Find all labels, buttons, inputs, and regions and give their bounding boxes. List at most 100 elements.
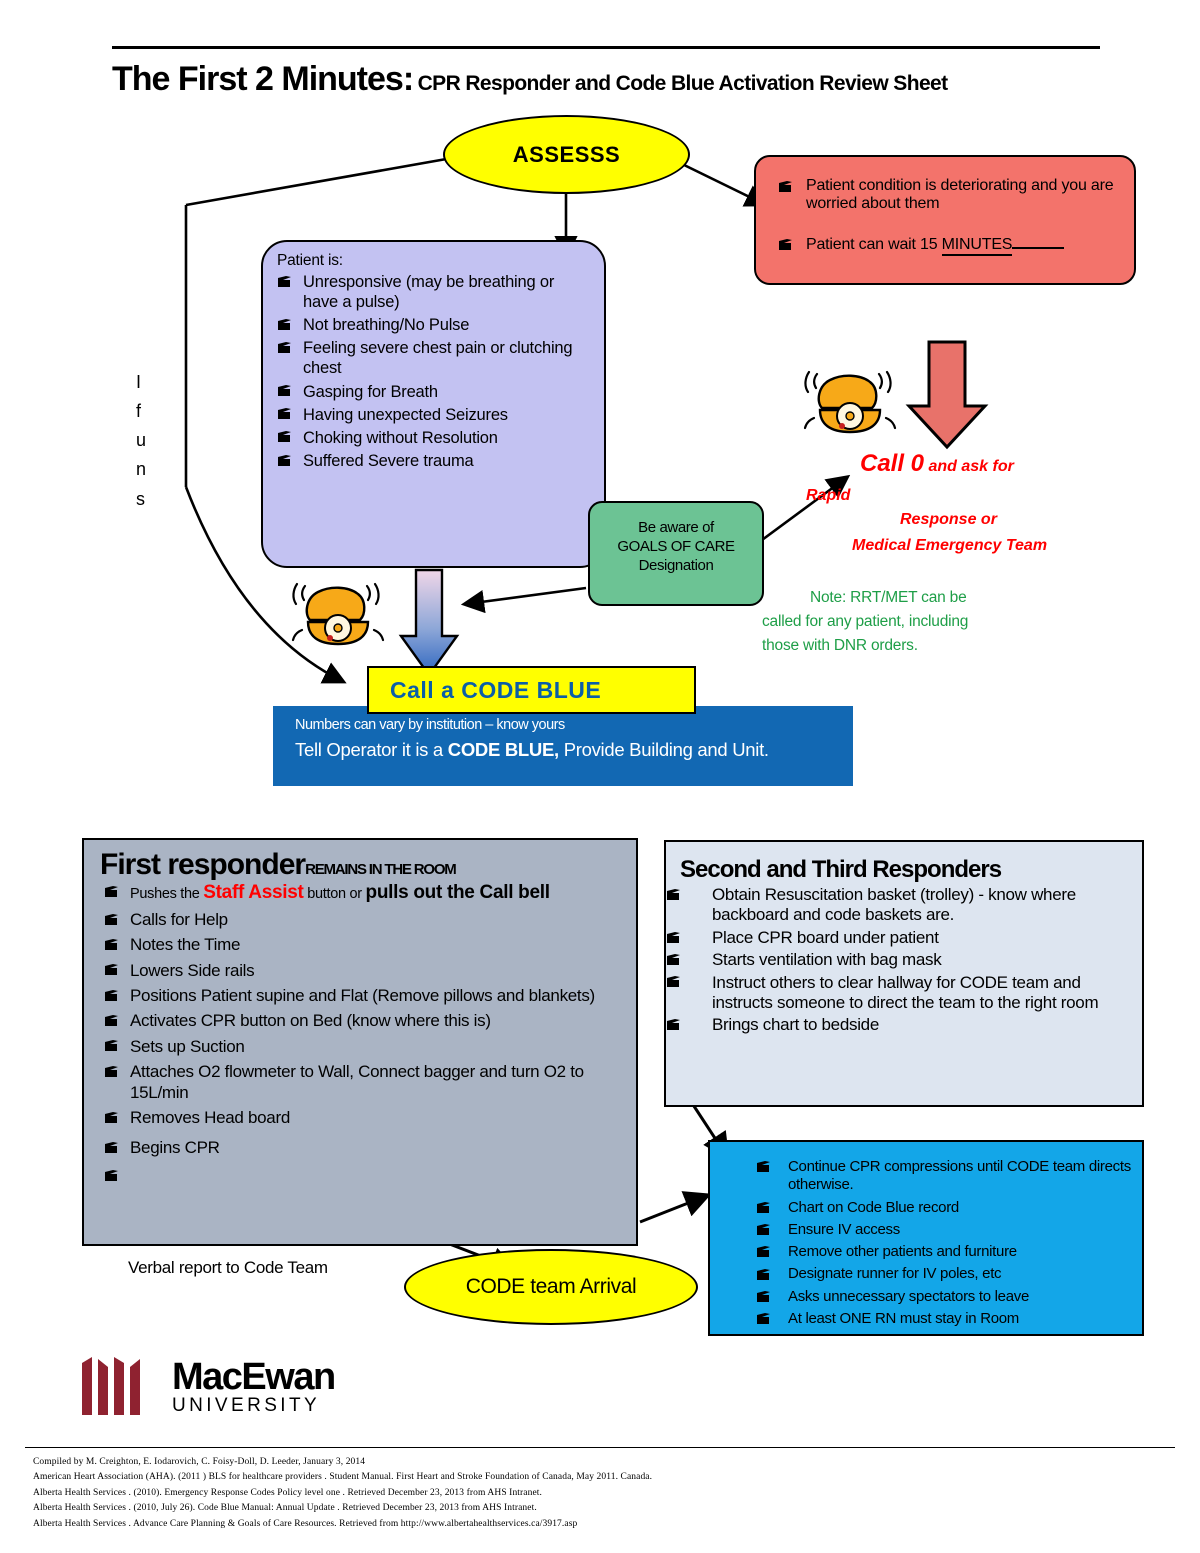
- footer-citations: Compiled by M. Creighton, E. Iodarovich,…: [33, 1455, 1173, 1532]
- list-item-text: At least ONE RN must stay in Room: [788, 1310, 1020, 1328]
- list-item: Pushes the Staff Assist button or pulls …: [100, 882, 624, 905]
- code-blue-info-line-1: Numbers can vary by institution – know y…: [295, 717, 565, 733]
- goals-line-2: GOALS OF CARE: [617, 537, 735, 555]
- flag-bullet-icon: [278, 385, 291, 397]
- flag-bullet-icon: [105, 938, 118, 950]
- citation-line: American Heart Association (AHA). (2011 …: [33, 1472, 653, 1483]
- list-item: Starts ventilation with bag mask: [667, 950, 1142, 970]
- second-third-list: Obtain Resuscitation basket (trolley) - …: [667, 885, 1142, 1036]
- footer-rule: [25, 1447, 1175, 1448]
- list-item: Begins CPR: [100, 1138, 624, 1158]
- list-item-text: Place CPR board under patient: [712, 927, 939, 947]
- list-item: Attaches O2 flowmeter to Wall, Connect b…: [100, 1062, 624, 1103]
- flag-bullet-icon: [105, 1111, 118, 1123]
- assess-node: ASSESSS: [443, 115, 690, 194]
- deterioration-box: Patient condition is deteriorating and y…: [754, 155, 1136, 285]
- page-title-sub: CPR Responder and Code Blue Activation R…: [417, 72, 949, 95]
- macewan-logo-icon: [82, 1357, 140, 1415]
- side-note-if-unsure: I f u n s: [136, 368, 146, 514]
- side-note-c2: u: [136, 430, 146, 451]
- staff-assist-emphasis: Staff Assist: [203, 882, 304, 903]
- patient-criteria-list: Unresponsive (may be breathing or have a…: [277, 272, 592, 471]
- citation-line: Alberta Health Services . (2010, July 26…: [33, 1503, 537, 1514]
- rrt-note-line-2: called for any patient, including: [762, 613, 969, 631]
- list-item: Feeling severe chest pain or clutching c…: [277, 338, 592, 378]
- code-team-arrival-node: CODE team Arrival: [404, 1249, 698, 1325]
- goals-line-1: Be aware of: [638, 519, 714, 536]
- flag-bullet-icon: [667, 976, 680, 988]
- call-zero-response: Response or: [900, 511, 997, 528]
- list-item: Calls for Help: [100, 910, 624, 930]
- ringing-phone-icon: [803, 370, 897, 434]
- list-item-text: Calls for Help: [130, 909, 228, 929]
- flag-bullet-icon: [667, 1019, 680, 1031]
- code-team-arrival-label: CODE team Arrival: [465, 1275, 637, 1298]
- first-responder-heading-main: First responder: [100, 848, 306, 881]
- list-item-text: Begins CPR: [130, 1138, 220, 1158]
- rrt-note-line-1: Note: RRT/MET can be: [810, 589, 967, 606]
- call-code-blue-banner: Call a CODE BLUE: [367, 666, 696, 714]
- red-down-arrow: [905, 340, 989, 450]
- first-responder-list: Pushes the Staff Assist button or pulls …: [100, 882, 624, 1182]
- first-item-mid: button or: [303, 886, 366, 902]
- flag-bullet-icon: [105, 989, 118, 1001]
- flag-bullet-icon: [278, 318, 291, 330]
- flag-bullet-icon: [105, 913, 118, 925]
- list-item: Notes the Time: [100, 935, 624, 955]
- citation-line: Alberta Health Services . (2010). Emerge…: [33, 1487, 542, 1498]
- list-item: Positions Patient supine and Flat (Remov…: [100, 986, 624, 1006]
- verbal-report-label: Verbal report to Code Team: [128, 1258, 328, 1277]
- flag-bullet-icon: [779, 180, 792, 192]
- ongoing-cpr-box: Continue CPR compressions until CODE tea…: [708, 1140, 1144, 1336]
- page-title-main: The First 2 Minutes:: [112, 60, 414, 98]
- list-item: Patient condition is deteriorating and y…: [776, 177, 1120, 214]
- list-item: Choking without Resolution: [277, 428, 592, 448]
- list-item: Instruct others to clear hallway for COD…: [667, 973, 1142, 1014]
- list-item-text: Unresponsive (may be breathing or have a…: [303, 272, 555, 312]
- code-blue-info-pre: Tell Operator it is a: [295, 739, 448, 760]
- call-zero-rapid: Rapid: [806, 487, 851, 504]
- blue-down-arrow: [398, 568, 460, 678]
- list-item-text: Brings chart to bedside: [712, 1015, 879, 1035]
- list-item: Remove other patients and furniture: [756, 1243, 1142, 1261]
- list-item: Gasping for Breath: [277, 382, 592, 402]
- list-item-text: Attaches O2 flowmeter to Wall, Connect b…: [130, 1062, 584, 1102]
- list-item: Suffered Severe trauma: [277, 451, 592, 471]
- flag-bullet-icon: [757, 1291, 770, 1303]
- first-item-pre: Pushes the: [130, 886, 204, 902]
- list-item: Brings chart to bedside: [667, 1015, 1142, 1035]
- list-item-text: Remove other patients and furniture: [788, 1243, 1017, 1261]
- flag-bullet-icon: [757, 1268, 770, 1280]
- flag-bullet-icon: [667, 888, 680, 900]
- flag-bullet-icon: [757, 1246, 770, 1258]
- assess-label: ASSESSS: [512, 141, 621, 167]
- first-item-bold: pulls out the Call bell: [365, 882, 550, 903]
- first-responder-box: First responderREMAINS IN THE ROOM Pushe…: [82, 838, 638, 1246]
- flag-bullet-icon: [278, 454, 291, 466]
- header-rule: [112, 46, 1100, 49]
- list-item-text: Continue CPR compressions until CODE tea…: [788, 1158, 1131, 1194]
- list-item: Removes Head board: [100, 1108, 624, 1128]
- list-item-text: Patient can wait 15: [806, 235, 942, 253]
- list-item: Ensure IV access: [756, 1221, 1142, 1239]
- list-item: Activates CPR button on Bed (know where …: [100, 1011, 624, 1031]
- first-responder-heading: First responderREMAINS IN THE ROOM: [100, 848, 624, 882]
- flag-bullet-icon: [278, 341, 291, 353]
- list-item-text: Notes the Time: [130, 935, 241, 955]
- call-zero-number: Call 0: [860, 450, 925, 477]
- flag-bullet-icon: [278, 431, 291, 443]
- underline-tail: [1012, 246, 1065, 249]
- flag-bullet-icon: [105, 1065, 118, 1077]
- goals-of-care-box: Be aware of GOALS OF CARE Designation: [588, 501, 764, 606]
- goals-line-3: Designation: [638, 556, 714, 574]
- flag-bullet-icon: [757, 1201, 770, 1213]
- list-item-text: Designate runner for IV poles, etc: [788, 1265, 1002, 1283]
- page-title: The First 2 Minutes: CPR Responder and C…: [112, 60, 1102, 99]
- list-item: Patient can wait 15 MINUTES: [776, 235, 1120, 256]
- second-third-heading: Second and Third Responders: [680, 856, 1002, 883]
- list-item: Obtain Resuscitation basket (trolley) - …: [667, 885, 1142, 926]
- list-item-text: Having unexpected Seizures: [303, 405, 508, 424]
- list-item-text: Positions Patient supine and Flat (Remov…: [130, 985, 595, 1005]
- first-responder-heading-tail: REMAINS IN THE ROOM: [305, 861, 457, 878]
